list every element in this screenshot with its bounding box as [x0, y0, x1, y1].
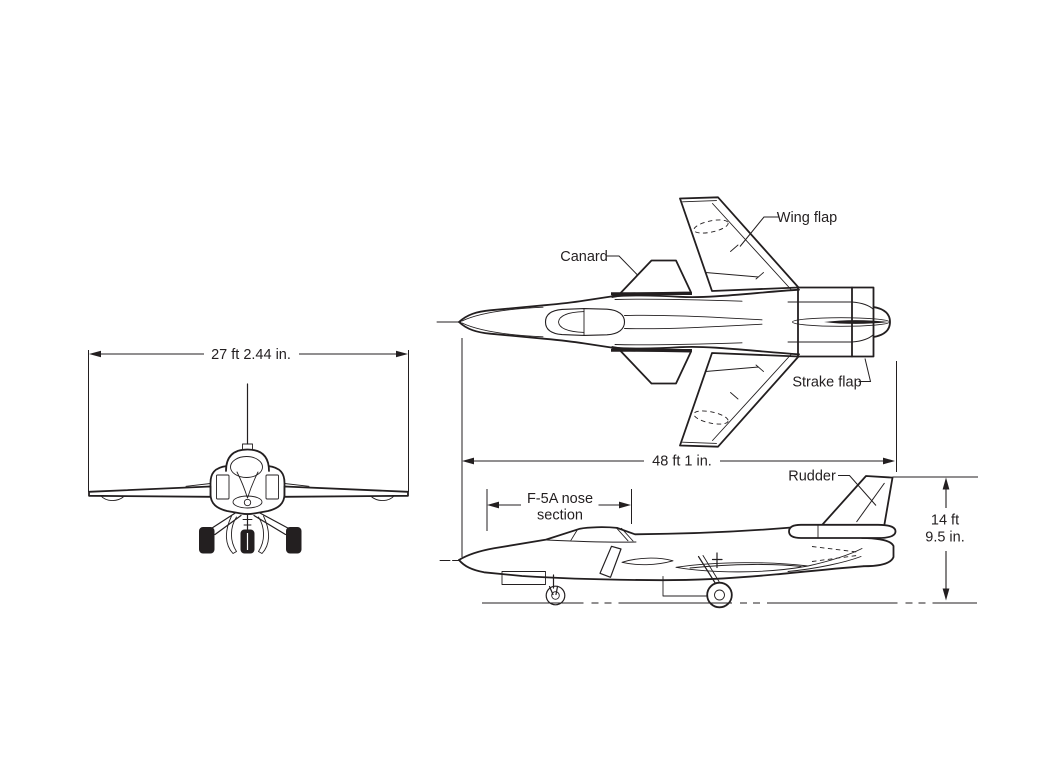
canopy-sill	[546, 529, 637, 543]
strake-flap-callout: Strake flap	[792, 358, 872, 391]
arrow-right-icon	[619, 501, 631, 509]
intake-side	[599, 545, 622, 578]
main-gear-brace	[702, 555, 720, 582]
main-gear-strut-side	[697, 555, 717, 585]
windshield-frame	[236, 471, 259, 499]
arrow-left-icon	[89, 350, 101, 358]
arrow-up-icon	[942, 477, 950, 490]
canopy-top-view	[544, 308, 626, 336]
left-main-wheel	[199, 527, 215, 554]
strake-flap-label: Strake flap	[792, 375, 861, 391]
nose-gear-door	[501, 571, 546, 585]
wing-flap-leader-line	[739, 216, 779, 247]
canopy-front	[225, 448, 270, 472]
wing-flap-callout: Wing flap	[739, 210, 837, 247]
canard-callout: Canard	[560, 249, 639, 276]
strake-flap-box	[797, 286, 875, 358]
nose-section-label-line1: F-5A nose	[527, 491, 593, 507]
top-view: Canard Wing flap Strake flap	[436, 196, 891, 448]
chin-fairing	[232, 495, 263, 509]
main-gear-bracket	[711, 552, 723, 569]
upper-wing-flap-lines	[682, 200, 792, 290]
nose-section-label-line2: section	[537, 508, 583, 524]
lower-canard	[619, 349, 692, 385]
chin-light	[243, 498, 252, 507]
upper-profile	[458, 526, 794, 561]
length-extension-lines	[461, 338, 897, 557]
wing-flap-label: Wing flap	[777, 210, 837, 226]
front-view-aircraft	[88, 383, 409, 554]
fuselage-panel-lines	[614, 298, 763, 346]
rudder-label: Rudder	[788, 469, 836, 485]
length-dimension: 48 ft 1 in.	[461, 338, 897, 557]
lower-wing-actuator-dashed	[693, 410, 729, 425]
canopy-aft-frame	[616, 527, 634, 542]
wingspan-dimension: 27 ft 2.44 in.	[88, 347, 409, 492]
upper-canard	[619, 259, 692, 295]
length-dimension-label: 48 ft 1 in.	[652, 454, 712, 470]
arrow-left-icon	[462, 457, 474, 465]
arrow-down-icon	[942, 588, 950, 601]
arrow-left-icon	[487, 501, 499, 509]
rudder-leader-line	[838, 475, 877, 506]
windscreen-arc	[558, 311, 585, 333]
right-wing-front	[283, 485, 409, 498]
main-wheel-hub	[714, 589, 725, 601]
nose-wheel-hub	[551, 591, 560, 600]
canard-label: Canard	[560, 249, 608, 265]
nose-section-extension-lines	[486, 489, 632, 531]
arrow-right-icon	[883, 457, 895, 465]
arrow-right-icon	[396, 350, 408, 358]
lower-profile	[458, 559, 865, 582]
exhaust-ellipse	[792, 317, 890, 327]
canopy-glass	[230, 456, 263, 478]
exhaust-core	[824, 320, 889, 324]
wingspan-dimension-label: 27 ft 2.44 in.	[211, 347, 291, 363]
fuselage-front	[209, 465, 286, 515]
intake-right	[265, 474, 279, 500]
canard-leader-line	[606, 255, 639, 276]
lower-wing	[679, 352, 800, 448]
nose-gear-links	[242, 519, 253, 526]
intake-left	[216, 474, 230, 500]
wingspan-extension-lines	[88, 350, 409, 492]
height-dimension: 14 ft 9.5 in.	[892, 476, 978, 601]
gear-doors-front	[225, 515, 270, 554]
nose-section-dimension: F-5A nose section	[486, 489, 632, 531]
nose-wheel-side	[545, 585, 566, 606]
side-view: F-5A nose section Rudder 14 ft 9.5 in.	[439, 469, 978, 609]
front-view: 27 ft 2.44 in.	[88, 347, 409, 554]
height-label-line2: 9.5 in.	[925, 530, 965, 546]
nozzle-side	[861, 537, 895, 568]
vertical-fin	[821, 475, 894, 526]
main-wheel-side	[706, 581, 733, 609]
wing-side	[675, 562, 809, 573]
radome-inner-lines	[461, 306, 544, 338]
boat-tail-lines	[787, 301, 874, 343]
lower-wing-flap-lines	[682, 354, 792, 444]
left-wing-front	[88, 485, 212, 498]
exhaust-nozzle-top	[872, 306, 891, 338]
wing-fairing-bumps	[100, 495, 395, 501]
rudder-callout: Rudder	[788, 469, 877, 506]
strake-flap-leader-line	[858, 358, 872, 382]
main-gear-door	[662, 576, 707, 597]
tailplane-fairing	[788, 523, 897, 539]
height-label-line1: 14 ft	[931, 513, 959, 529]
canard-side	[621, 557, 674, 566]
right-main-wheel	[286, 527, 302, 554]
rudder-hinge-line	[856, 482, 885, 523]
